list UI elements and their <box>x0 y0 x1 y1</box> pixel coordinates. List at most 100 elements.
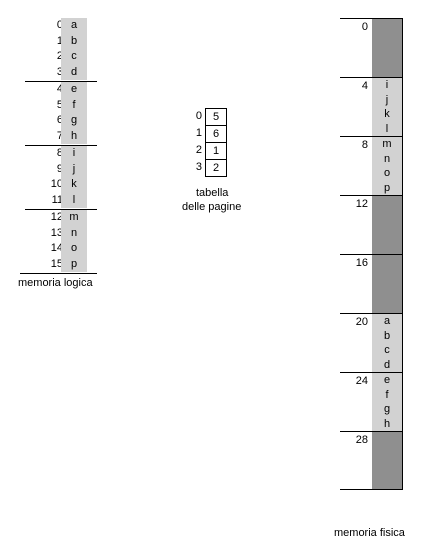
frame-value: o <box>383 167 391 179</box>
frame-address: 12 <box>355 198 368 210</box>
frame-address: 4 <box>361 80 368 92</box>
logical-address: 13 <box>50 226 63 239</box>
frame-number: 2 <box>205 159 227 177</box>
frame-divider <box>340 77 402 78</box>
frame-divider <box>340 254 402 255</box>
page-divider <box>20 273 97 274</box>
frame-value: e <box>383 374 391 386</box>
page-table-label-line2: delle pagine <box>182 201 242 213</box>
frame-value: h <box>383 417 391 430</box>
physical-frame: 28 <box>340 431 402 490</box>
frame-address: 8 <box>361 139 368 151</box>
logical-value: j <box>61 161 87 177</box>
logical-address: 10 <box>50 178 63 190</box>
logical-value: e <box>61 82 87 98</box>
logical-value: i <box>61 146 87 162</box>
logical-address: 9 <box>56 162 63 175</box>
frame-value: n <box>383 152 391 165</box>
physical-memory-bottom-border <box>340 489 402 490</box>
logical-value: b <box>61 33 87 49</box>
page-table-label-line1: tabella <box>196 187 229 199</box>
frame-address: 16 <box>355 257 368 269</box>
logical-value: m <box>61 210 87 226</box>
logical-address: 6 <box>56 114 63 126</box>
frame-value: b <box>383 329 391 342</box>
page-number: 1 <box>195 127 202 139</box>
logical-value: a <box>61 18 87 34</box>
logical-address: 1 <box>56 34 63 47</box>
logical-address: 4 <box>56 83 63 95</box>
frame-value: p <box>383 181 391 194</box>
frame-value: g <box>383 403 391 415</box>
frame-value: c <box>384 344 390 356</box>
logical-memory-label: memoria logica <box>18 277 93 289</box>
frame-divider <box>340 18 402 19</box>
page-number: 3 <box>195 161 202 173</box>
frame-value: l <box>385 122 389 135</box>
frame-value: f <box>385 388 389 401</box>
logical-value: k <box>61 177 87 193</box>
page-divider <box>25 144 97 146</box>
frame-divider <box>340 136 402 137</box>
frame-number: 6 <box>205 125 227 142</box>
physical-memory-border <box>402 18 403 490</box>
frame-value: k <box>384 108 390 120</box>
frame-value: j <box>385 93 389 106</box>
logical-value: f <box>61 97 87 113</box>
logical-value: p <box>61 256 87 272</box>
logical-address: 8 <box>56 147 63 159</box>
physical-frame: 16 <box>340 254 402 313</box>
frame-address: 28 <box>355 434 368 446</box>
frame-address: 0 <box>361 21 368 33</box>
page-number: 2 <box>195 144 202 156</box>
frame-divider <box>340 431 402 432</box>
frame-value: d <box>383 358 391 371</box>
logical-value: h <box>61 128 87 144</box>
logical-value: c <box>61 49 87 65</box>
physical-frame: 0 <box>340 18 402 77</box>
free-frame <box>372 18 402 77</box>
logical-value: o <box>61 241 87 257</box>
free-frame <box>372 431 402 490</box>
logical-address: 0 <box>56 19 63 31</box>
logical-address: 15 <box>50 257 63 270</box>
logical-value: n <box>61 225 87 241</box>
frame-value: m <box>382 138 392 150</box>
logical-address: 12 <box>50 211 63 223</box>
logical-address: 7 <box>56 129 63 142</box>
frame-number: 1 <box>205 142 227 159</box>
logical-address: 14 <box>50 242 63 254</box>
logical-value: l <box>61 192 87 208</box>
frame-divider <box>340 195 402 196</box>
frame-value: a <box>383 315 391 327</box>
logical-value: d <box>61 64 87 80</box>
physical-frame: 12 <box>340 195 402 254</box>
